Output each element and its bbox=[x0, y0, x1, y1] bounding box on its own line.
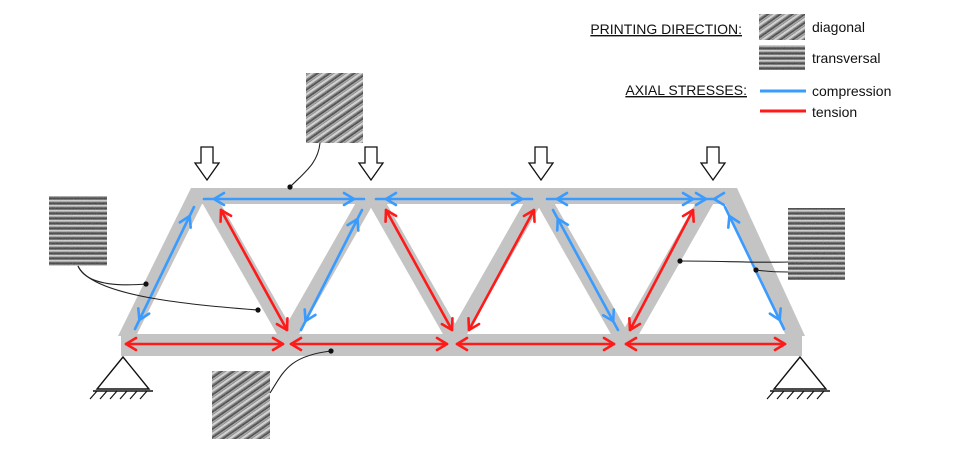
top-chord bbox=[191, 188, 737, 204]
diagonal-2 bbox=[280, 192, 380, 336]
bottom-chord-arrow-1 bbox=[124, 336, 285, 352]
diagonal-5 bbox=[530, 192, 630, 336]
diagonal-6-arrow bbox=[628, 208, 695, 332]
left-end-diagonal bbox=[118, 188, 210, 336]
transversal-label: transversal bbox=[812, 50, 880, 66]
sample-left-diagonals bbox=[49, 196, 107, 266]
load-arrow-4 bbox=[699, 146, 727, 182]
load-arrow-3 bbox=[527, 146, 555, 182]
diagonal-5-arrow bbox=[551, 208, 620, 332]
bottom-chord-arrow-2 bbox=[289, 336, 449, 352]
sample-top-chord bbox=[306, 73, 363, 143]
diagonal-1 bbox=[196, 192, 296, 336]
axial-stresses-title: AXIAL STRESSES: bbox=[625, 82, 747, 98]
diagonal-4-arrow bbox=[467, 208, 536, 332]
diagonal-label: diagonal bbox=[812, 19, 865, 35]
printing-direction-title: PRINTING DIRECTION: bbox=[590, 21, 742, 37]
leader-top-chord bbox=[289, 142, 321, 188]
leader-right-2 bbox=[755, 269, 789, 273]
load-arrow-2 bbox=[357, 146, 385, 182]
supports bbox=[89, 355, 830, 400]
diagonal-6 bbox=[620, 192, 720, 336]
left-end-diagonal-arrow bbox=[133, 205, 196, 331]
sample-right-diagonals bbox=[788, 208, 845, 280]
leader-left-2 bbox=[77, 265, 259, 311]
top-chord-arrow-end bbox=[694, 191, 726, 207]
pin-support-left bbox=[89, 355, 153, 400]
leader-bottom-chord bbox=[269, 350, 332, 394]
leader-right-1 bbox=[679, 260, 789, 263]
diagonal-print-texture bbox=[759, 14, 805, 40]
sample-bottom-chord bbox=[212, 371, 270, 439]
legend: PRINTING DIRECTION: diagonal transversal… bbox=[590, 14, 891, 120]
leader-lines bbox=[77, 142, 789, 394]
applied-loads bbox=[193, 146, 727, 182]
diagonal-1-arrow bbox=[219, 208, 289, 332]
bottom-chord-arrow-4 bbox=[624, 336, 787, 352]
leader-left-1 bbox=[77, 265, 147, 286]
texture-samples bbox=[49, 73, 845, 439]
diagonal-3 bbox=[362, 192, 462, 336]
compression-label: compression bbox=[812, 83, 891, 99]
top-chord-arrow-2 bbox=[374, 191, 534, 207]
top-chord-arrow-3 bbox=[545, 191, 705, 207]
top-chord-arrow-1 bbox=[202, 191, 366, 207]
diagonal-2-arrow bbox=[299, 208, 364, 332]
pin-support-right bbox=[766, 355, 830, 400]
transversal-print-texture bbox=[759, 45, 805, 70]
load-arrow-1 bbox=[193, 146, 221, 182]
diagonal-3-arrow bbox=[384, 208, 454, 332]
bottom-chord-arrow-3 bbox=[455, 336, 616, 352]
tension-label: tension bbox=[812, 104, 857, 120]
